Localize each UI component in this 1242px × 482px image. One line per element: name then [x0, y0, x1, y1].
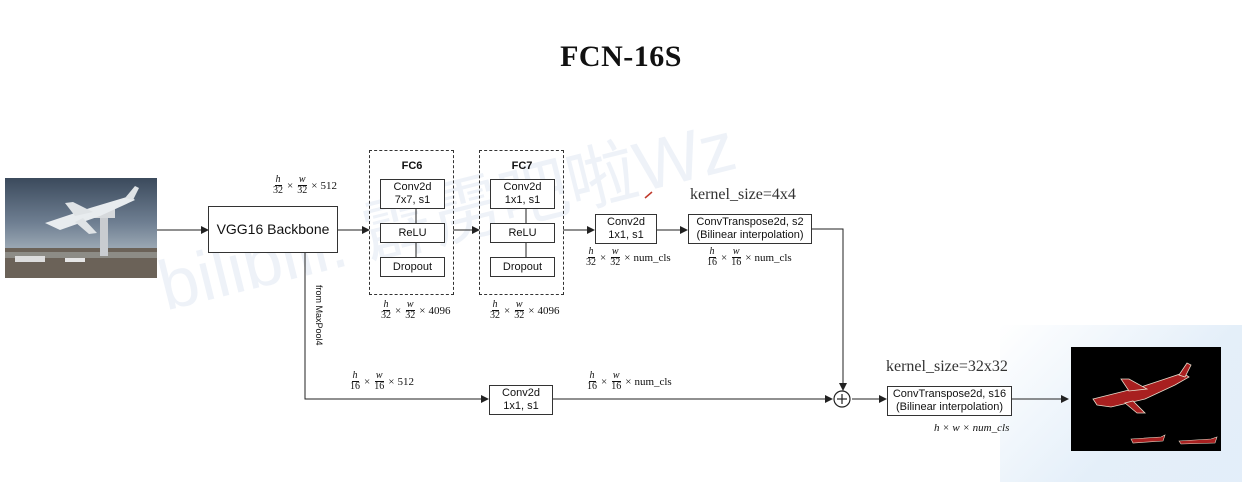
segmentation-mask [1092, 362, 1218, 445]
pen-mark [644, 191, 653, 199]
kernel-size-top: kernel_size=4x4 [690, 186, 796, 203]
conv-pool4-score-block: Conv2d 1x1, s1 [489, 385, 553, 415]
fc6-dropout-block: Dropout [380, 257, 445, 277]
vgg16-backbone-block: VGG16 Backbone [208, 206, 338, 253]
fc7-conv-block: Conv2d 1x1, s1 [490, 179, 555, 209]
conv-score-block: Conv2d 1x1, s1 [595, 214, 657, 244]
fc6-conv-block: Conv2d 7x7, s1 [380, 179, 445, 209]
fc7-relu-block: ReLU [490, 223, 555, 243]
convtranspose-s2-line2: (Bilinear interpolation) [696, 229, 804, 241]
fc7-dropout-label: Dropout [502, 260, 543, 273]
conv-score-line2: 1x1, s1 [608, 229, 644, 241]
airplane-photo [5, 186, 157, 278]
fc6-relu-label: ReLU [398, 226, 427, 239]
from-maxpool4-label: from MaxPool4 [314, 285, 324, 346]
convtranspose-s2-block: ConvTranspose2d, s2 (Bilinear interpolat… [688, 214, 812, 244]
fc7-title: FC7 [511, 160, 533, 172]
fc7-conv-line2: 1x1, s1 [504, 194, 541, 206]
dim-final-out: h × w × num_cls [934, 422, 1010, 434]
fc7-relu-label: ReLU [508, 226, 537, 239]
fc6-conv-line2: 7x7, s1 [394, 194, 431, 206]
fc6-dropout-label: Dropout [392, 260, 433, 273]
conv-pool4-line1: Conv2d [502, 387, 540, 399]
page-title: FCN-16S [560, 40, 682, 73]
fc6-relu-block: ReLU [380, 223, 445, 243]
fc6-conv-line1: Conv2d [393, 181, 432, 193]
convtranspose-s16-line2: (Bilinear interpolation) [896, 401, 1003, 413]
convtranspose-s16-block: ConvTranspose2d, s16 (Bilinear interpola… [887, 386, 1012, 416]
kernel-size-final: kernel_size=32x32 [886, 358, 1008, 375]
input-image [5, 178, 157, 278]
backbone-label: VGG16 Backbone [216, 221, 330, 237]
fc7-conv-line1: Conv2d [503, 181, 542, 193]
convtranspose-s2-line1: ConvTranspose2d, s2 [696, 216, 804, 228]
fc7-group [479, 150, 564, 295]
fc7-dropout-block: Dropout [490, 257, 555, 277]
convtranspose-s16-line1: ConvTranspose2d, s16 [892, 388, 1007, 400]
conv-score-line1: Conv2d [607, 216, 645, 228]
fc6-group [369, 150, 454, 295]
fc6-title: FC6 [401, 160, 423, 172]
segmentation-output-image [1071, 347, 1221, 451]
conv-pool4-line2: 1x1, s1 [503, 400, 539, 412]
